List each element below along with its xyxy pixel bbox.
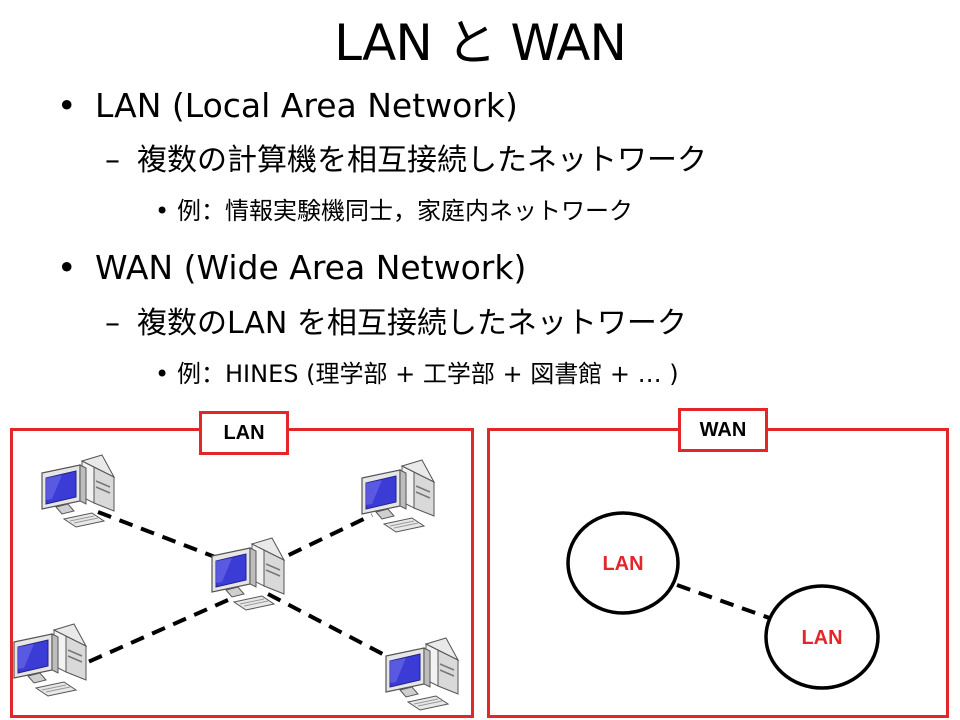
- wan-link: [676, 583, 776, 622]
- desktop-computer-icon: [385, 637, 459, 711]
- wan-panel: [487, 428, 949, 718]
- wan-node-lan-1-label: LAN: [602, 553, 643, 575]
- bullet-wan-text: WAN (Wide Area Network): [95, 248, 527, 287]
- bullet-lan-text: LAN (Local Area Network): [95, 86, 518, 125]
- sub-bullet-lan-desc-text: 複数の計算機を相互接続したネットワーク: [137, 143, 707, 178]
- bullet-marker: •: [155, 197, 170, 225]
- lan-link: [267, 592, 399, 664]
- sub-sub-bullet-wan-example-text: 例：HINES (理学部 + 工学部 + 図書館 + … ): [177, 360, 679, 388]
- desktop-computer-icon: [41, 454, 115, 528]
- bullet-marker: •: [57, 86, 77, 125]
- desktop-computer-icon: [13, 623, 87, 697]
- lan-link: [87, 598, 229, 664]
- bullet-marker: •: [155, 360, 170, 388]
- wan-node-lan-2: [764, 584, 880, 690]
- dash-marker: –: [105, 143, 120, 178]
- wan-node-lan-2-label: LAN: [801, 627, 842, 649]
- desktop-computer-icon: [211, 537, 285, 611]
- wan-panel-label: WAN: [678, 408, 768, 452]
- slide-title: LAN と WAN: [334, 14, 627, 72]
- desktop-computer-icon: [361, 459, 435, 533]
- sub-sub-bullet-lan-example-text: 例：情報実験機同士，家庭内ネットワーク: [177, 197, 633, 225]
- bullet-marker: •: [57, 248, 77, 287]
- lan-link: [267, 513, 373, 567]
- sub-bullet-wan-desc-text: 複数のLAN を相互接続したネットワーク: [137, 306, 687, 341]
- lan-panel-label: LAN: [199, 411, 289, 455]
- dash-marker: –: [105, 306, 120, 341]
- wan-node-lan-1: [566, 511, 680, 615]
- lan-link: [97, 510, 229, 564]
